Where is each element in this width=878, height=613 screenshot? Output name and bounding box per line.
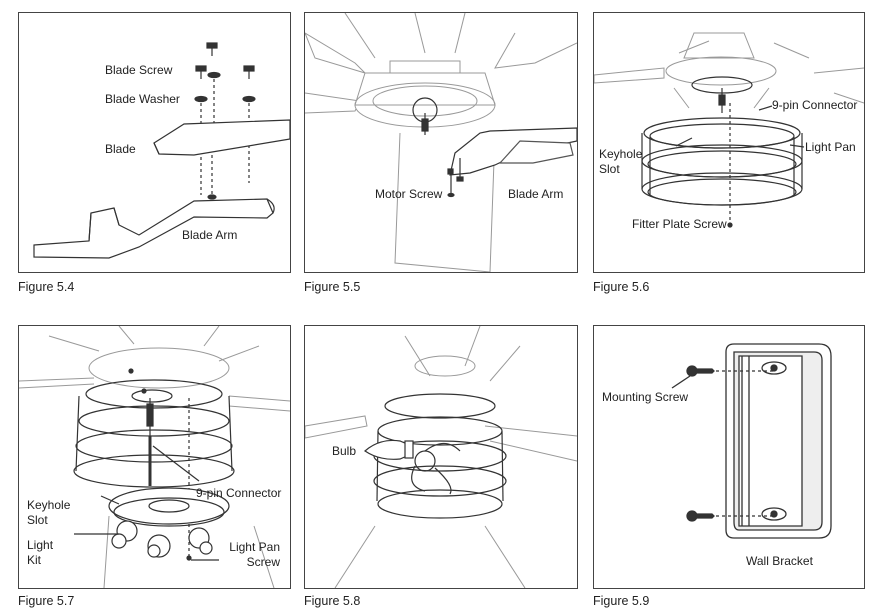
caption-figure-5-5: Figure 5.5	[304, 280, 361, 294]
label-light-pan-screw: Light Pan	[229, 540, 280, 554]
bulb-shape	[364, 439, 408, 460]
light-kit-shape	[108, 487, 230, 525]
label-fitter-plate-screw: Fitter Plate Screw	[632, 217, 727, 231]
label-bulb: Bulb	[332, 444, 357, 458]
bulb-install-illustration	[305, 326, 577, 588]
figure-5-4-panel: Blade Screw Blade Washer Blade Blade Arm	[18, 12, 291, 273]
caption-figure-5-7: Figure 5.7	[18, 594, 75, 608]
label-blade: Blade	[105, 142, 136, 156]
figure-5-5-panel: Motor Screw Blade Arm	[304, 12, 578, 273]
figure-5-7-panel: Keyhole Slot 9-pin Connector Light Kit L…	[18, 325, 291, 589]
label-blade-washer: Blade Washer	[105, 92, 180, 106]
figure-5-6-panel: 9-pin Connector Light Pan Keyhole Slot F…	[593, 12, 865, 273]
blade-screw-icon	[195, 42, 255, 79]
label-light-kit: Light	[27, 538, 54, 552]
figure-5-9-panel: Mounting Screw Wall Bracket	[593, 325, 865, 589]
label-9-pin-connector: 9-pin Connector	[196, 486, 282, 500]
label-mounting-screw: Mounting Screw	[602, 390, 689, 404]
light-pan-illustration	[594, 32, 864, 228]
caption-figure-5-4: Figure 5.4	[18, 280, 75, 294]
blade-shape	[153, 119, 290, 156]
label-light-pan-screw-2: Screw	[246, 555, 280, 569]
label-blade-screw: Blade Screw	[105, 63, 173, 77]
label-keyhole-slot: Slot	[599, 162, 620, 176]
motor-screw-illustration	[305, 13, 577, 272]
label-wall-bracket: Wall Bracket	[746, 554, 813, 568]
caption-figure-5-8: Figure 5.8	[304, 594, 361, 608]
label-keyhole: Keyhole	[599, 147, 643, 161]
label-motor-screw: Motor Screw	[375, 187, 443, 201]
wall-bracket-illustration	[671, 343, 832, 539]
label-9-pin-connector: 9-pin Connector	[772, 98, 858, 112]
blade-assembly-illustration	[33, 42, 290, 259]
caption-figure-5-9: Figure 5.9	[593, 594, 650, 608]
label-light-pan: Light Pan	[805, 140, 856, 154]
light-kit-illustration	[19, 326, 290, 588]
label-blade-arm: Blade Arm	[508, 187, 564, 201]
label-keyhole-slot: Slot	[27, 513, 48, 527]
label-keyhole: Keyhole	[27, 498, 71, 512]
label-light-kit-2: Kit	[27, 553, 42, 567]
figure-5-8-panel: Bulb	[304, 325, 578, 589]
blade-washer-icon	[194, 71, 256, 103]
caption-figure-5-6: Figure 5.6	[593, 280, 650, 294]
mounting-screw-icon	[686, 365, 715, 522]
label-blade-arm: Blade Arm	[182, 228, 238, 242]
